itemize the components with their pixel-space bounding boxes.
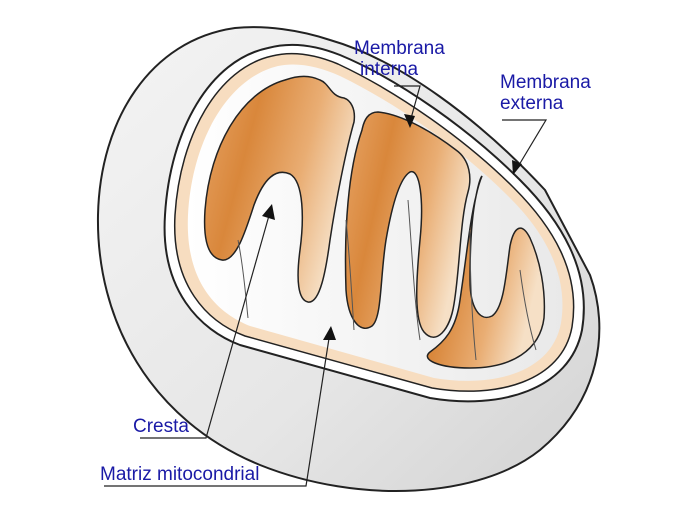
pointer-lines (104, 85, 548, 487)
pointer-cresta (140, 211, 271, 439)
matrix-lobe-right (426, 175, 546, 369)
label-membrana-interna: Membrana interna (354, 38, 445, 80)
label-cresta: Cresta (133, 416, 189, 437)
matrix-lobe-left (203, 75, 356, 303)
crista-edges (237, 199, 537, 361)
label-membrana-externa: Membrana externa (500, 72, 591, 114)
pointer-externa (502, 119, 548, 171)
matrix-lobes (203, 75, 546, 369)
label-membrana-interna-line2: interna (360, 59, 419, 80)
pointer-matriz (104, 331, 331, 487)
pointer-interna (394, 85, 421, 123)
label-membrana-externa-line2: externa (500, 93, 564, 114)
label-membrana-externa-line1: Membrana (500, 72, 591, 93)
label-matriz-mitocondrial: Matriz mitocondrial (100, 464, 260, 485)
matrix-lobe-center (344, 111, 471, 338)
pointer-arrowheads (262, 114, 522, 340)
label-membrana-interna-line1: Membrana (354, 38, 445, 59)
